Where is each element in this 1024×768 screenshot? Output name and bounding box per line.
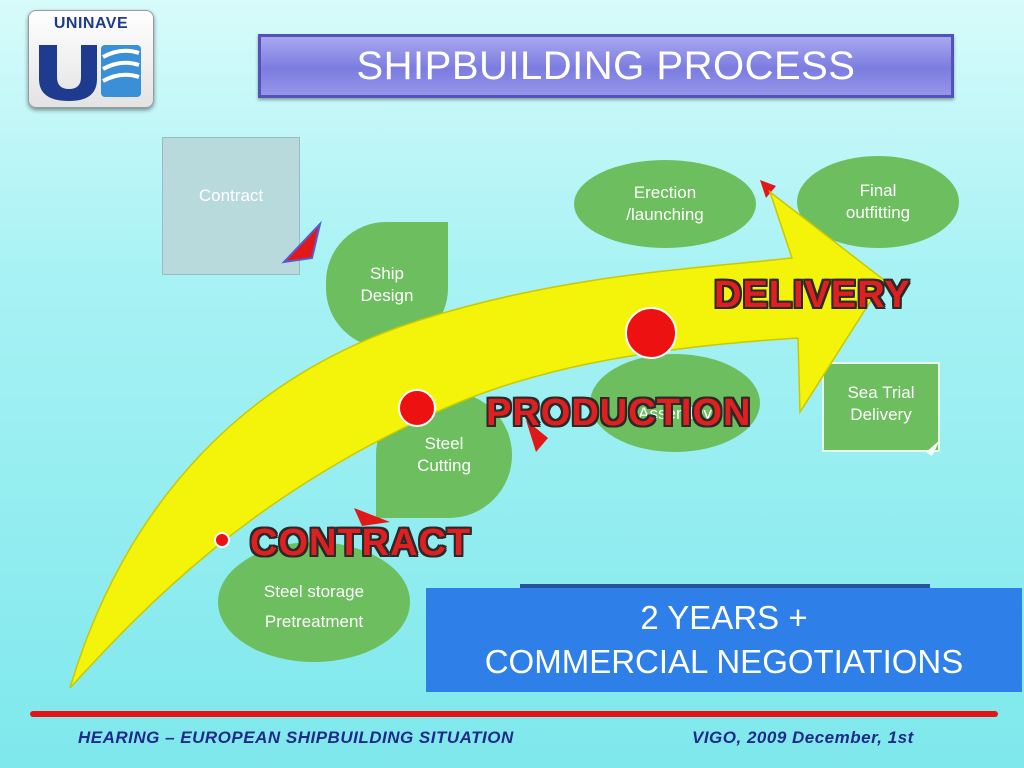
contract-marker-icon [214, 532, 230, 548]
final-outfitting-node: Final outfitting [797, 156, 959, 248]
footer-event-title: HEARING – EUROPEAN SHIPBUILDING SITUATIO… [78, 728, 514, 747]
ship-design-node: Ship Design [326, 222, 448, 348]
footer-divider [30, 711, 998, 717]
duration-box-shadow [520, 584, 930, 590]
ship-design-line-1: Ship [369, 264, 404, 283]
connector-arrow-icon [760, 180, 776, 198]
steel-cutting-line-1: Steel [424, 434, 464, 453]
logo-wordmark: UNINAVE [53, 15, 129, 32]
erection-node: Erection /launching [574, 160, 756, 248]
duration-line-2: COMMERCIAL NEGOTIATIONS [484, 643, 964, 680]
erection-line-2: /launching [626, 205, 704, 224]
sea-trial-line-1: Sea Trial [847, 383, 915, 402]
duration-line-1: 2 YEARS + [640, 599, 808, 636]
sea-trial-line-2: Delivery [850, 405, 912, 424]
steel-cutting-line-2: Cutting [417, 456, 471, 475]
page-title: SHIPBUILDING PROCESS [258, 34, 954, 98]
logo-emblem-icon [39, 45, 141, 101]
contract-node: Contract [162, 137, 300, 275]
stage-contract-label: CONTRACT [250, 522, 472, 564]
footer-date: VIGO, 2009 December, 1st [692, 728, 914, 747]
erection-line-1: Erection [633, 183, 697, 202]
steel-storage-line-2: Pretreatment [264, 612, 364, 631]
duration-box: 2 YEARS + COMMERCIAL NEGOTIATIONS [426, 588, 1022, 692]
final-outfitting-line-2: outfitting [845, 203, 911, 222]
final-outfitting-line-1: Final [859, 181, 897, 200]
delivery-marker-icon [625, 307, 677, 359]
sea-trial-node: Sea Trial Delivery [822, 362, 940, 452]
ship-design-line-2: Design [360, 286, 414, 305]
uninave-logo: UNINAVE [28, 10, 154, 108]
steel-storage-line-1: Steel storage [263, 582, 365, 601]
stage-production-label: PRODUCTION [486, 392, 752, 434]
stage-delivery-label: DELIVERY [714, 274, 911, 316]
